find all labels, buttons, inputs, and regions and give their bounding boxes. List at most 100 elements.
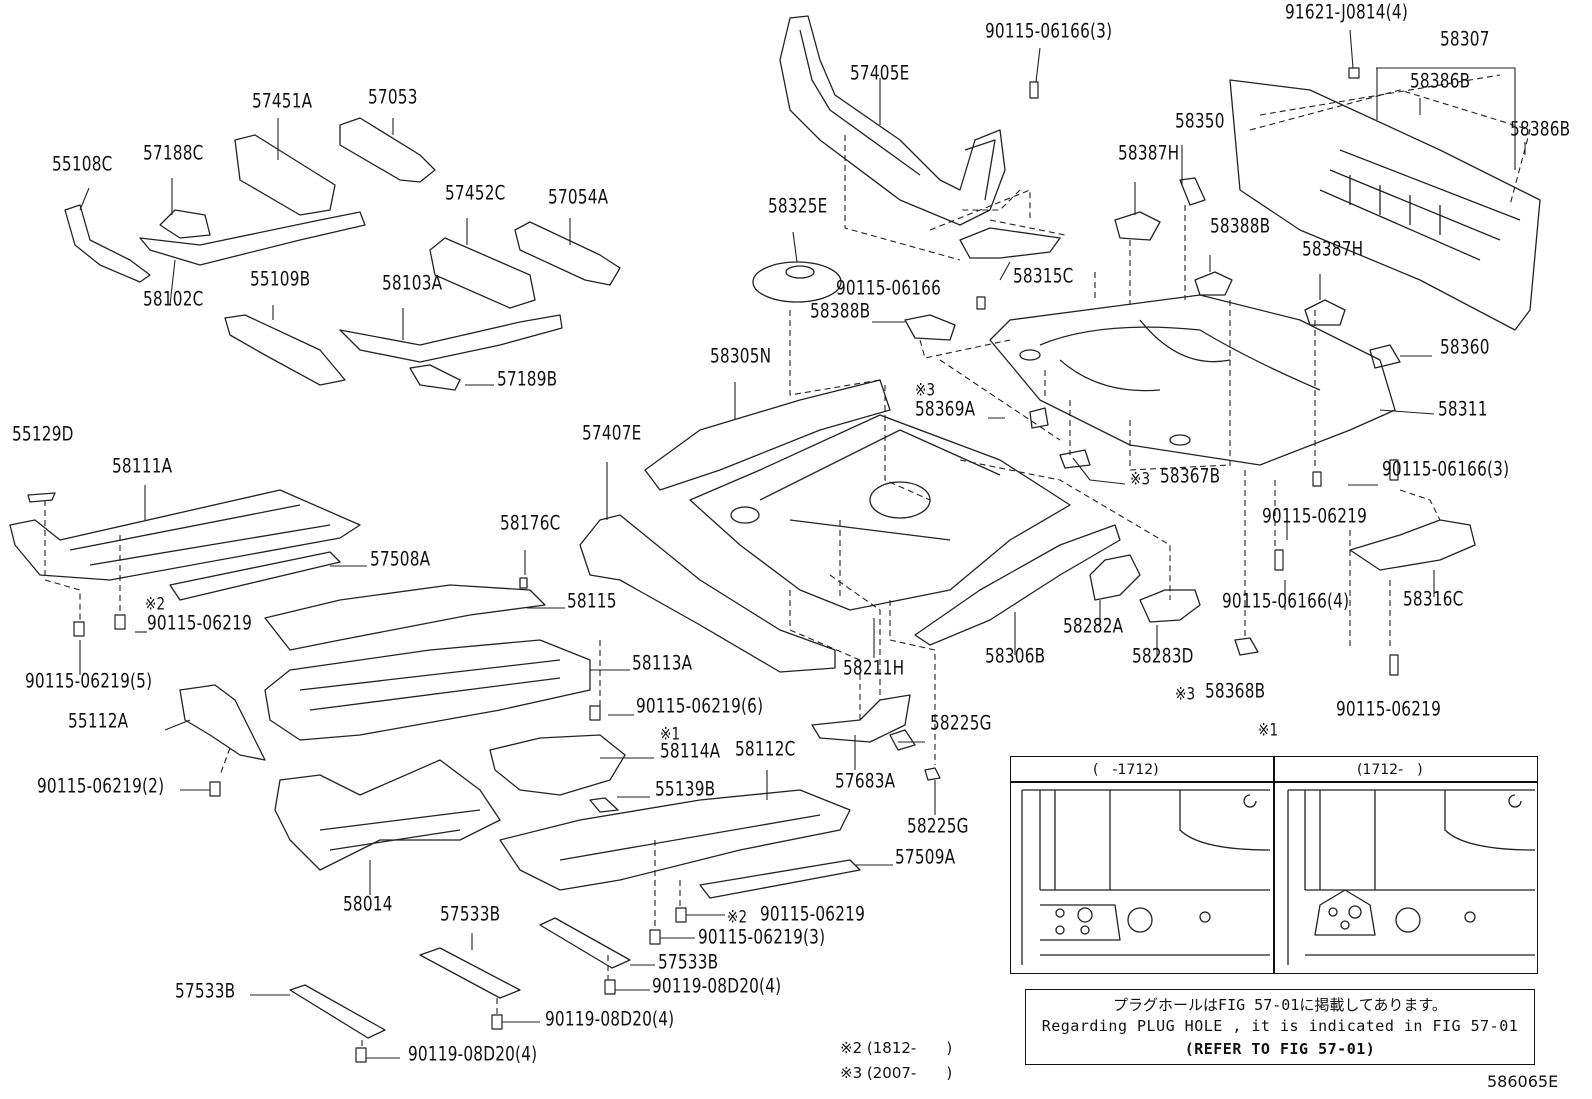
label-58388B-b: 58388B: [810, 300, 871, 323]
label-90115-06219-a: 90115-06219: [1262, 505, 1368, 528]
label-58369A: 58369A: [915, 398, 976, 421]
mark-x3-c: ※3: [1175, 683, 1196, 704]
footnote-x3: ※3 (2007- ): [840, 1064, 953, 1082]
label-58283D: 58283D: [1132, 645, 1194, 668]
part-55112A: [179, 684, 266, 761]
label-58386B-b: 58386B: [1510, 118, 1571, 141]
label-57683A: 57683A: [835, 770, 896, 793]
mark-x3-b: ※3: [1130, 468, 1151, 489]
part-58387H: [1114, 211, 1161, 241]
label-90115-06219-d: 90115-06219: [760, 903, 866, 926]
label-57509A: 57509A: [895, 846, 956, 869]
part-58103A: [339, 314, 563, 363]
mark-x2-b: ※2: [727, 906, 748, 927]
part-57533B-c: [289, 984, 386, 1039]
mark-x2-a: ※2: [145, 593, 166, 614]
part-58325E: [752, 261, 842, 303]
footnote-x2: ※2 (1812- ): [840, 1039, 953, 1057]
dashed-lines: [44, 74, 1531, 1048]
part-58316C: [1349, 519, 1476, 571]
label-57508A: 57508A: [370, 548, 431, 571]
part-57509A: [699, 859, 861, 899]
label-57053: 57053: [368, 86, 418, 109]
label-57405E: 57405E: [850, 62, 910, 85]
label-58113A: 58113A: [632, 652, 693, 675]
label-58115: 58115: [567, 590, 617, 613]
part-58307: [1229, 79, 1541, 331]
part-57188C: [159, 209, 211, 239]
inset-right-header: (1712- ): [1357, 762, 1423, 778]
label-58325E: 58325E: [768, 195, 828, 218]
part-57508A: [169, 551, 341, 601]
label-58112C: 58112C: [735, 738, 796, 761]
label-90115-06166: 90115-06166: [836, 277, 942, 300]
label-90115-06219-b: 90115-06219: [147, 612, 253, 635]
diagram-id: 586065E: [1487, 1072, 1559, 1091]
part-58113A: [264, 639, 591, 741]
mark-x1-a: ※1: [660, 723, 681, 744]
note-line-en: Regarding PLUG HOLE , it is indicated in…: [1041, 1017, 1519, 1035]
label-91621-J0814: 91621-J0814(4): [1285, 1, 1408, 24]
label-58102C: 58102C: [143, 288, 204, 311]
label-58367B: 58367B: [1160, 465, 1221, 488]
label-90115-06219-c: 90115-06219: [1336, 698, 1442, 721]
label-90119-08D20-a: 90119-08D20(4): [652, 975, 782, 998]
label-57533B-c: 57533B: [175, 980, 236, 1003]
part-57683A: [811, 694, 911, 743]
label-58176C: 58176C: [500, 512, 561, 535]
plug-hole-note-box: プラグホールはFIG 57-01に掲載してあります。 Regarding PLU…: [1025, 989, 1535, 1065]
label-55109B: 55109B: [250, 268, 311, 291]
part-57407E: [579, 514, 836, 673]
label-58111A: 58111A: [112, 455, 173, 478]
label-58305N: 58305N: [710, 345, 772, 368]
label-58316C: 58316C: [1403, 588, 1464, 611]
label-57054A: 57054A: [548, 186, 609, 209]
part-57189B: [409, 364, 461, 391]
mark-x1-b: ※1: [1258, 719, 1279, 740]
label-58360: 58360: [1440, 336, 1490, 359]
label-57533B-b: 57533B: [658, 951, 719, 974]
label-58225G-b: 58225G: [907, 815, 969, 838]
label-55139B: 55139B: [655, 778, 716, 801]
label-90115-06219-6: 90115-06219(6): [636, 695, 764, 718]
label-55108C: 55108C: [52, 153, 113, 176]
label-57407E: 57407E: [582, 422, 642, 445]
label-58103A: 58103A: [382, 272, 443, 295]
part-57451A: [234, 134, 336, 216]
label-57188C: 57188C: [143, 142, 204, 165]
label-57452C: 57452C: [445, 182, 506, 205]
label-58014: 58014: [343, 893, 393, 916]
part-55109B: [224, 314, 346, 386]
label-58368B: 58368B: [1205, 680, 1266, 703]
part-58388B: [904, 314, 956, 341]
inset-left-header: ( -1712): [1093, 762, 1159, 778]
part-57053: [339, 117, 436, 183]
inset-detail-box: ( -1712) (1712- ): [1010, 756, 1538, 974]
part-55139B: [589, 797, 619, 813]
label-57189B: 57189B: [497, 368, 558, 391]
part-58114A: [489, 734, 626, 796]
label-58306B: 58306B: [985, 645, 1046, 668]
label-90115-06219-5: 90115-06219(5): [25, 670, 153, 693]
part-58014: [274, 759, 501, 871]
part-58360: [1369, 344, 1401, 369]
part-57405E: [779, 15, 1006, 226]
label-58387H-b: 58387H: [1302, 238, 1364, 261]
label-58307: 58307: [1440, 28, 1490, 51]
part-58311: [989, 294, 1396, 466]
part-57054A: [514, 221, 621, 286]
label-90115-06219-2: 90115-06219(2): [37, 775, 165, 798]
part-55108C: [64, 204, 151, 283]
label-57451A: 57451A: [252, 90, 313, 113]
mark-x3-a: ※3: [915, 379, 936, 400]
part-57533B-a: [419, 947, 521, 999]
part-58306B: [914, 524, 1121, 646]
part-58102C: [139, 211, 366, 266]
label-90115-06166-3-right: 90115-06166(3): [1382, 458, 1510, 481]
label-58282A: 58282A: [1063, 615, 1124, 638]
label-90119-08D20-b: 90119-08D20(4): [545, 1008, 675, 1031]
part-58350: [1179, 177, 1206, 206]
label-90115-06219-3: 90115-06219(3): [698, 926, 826, 949]
